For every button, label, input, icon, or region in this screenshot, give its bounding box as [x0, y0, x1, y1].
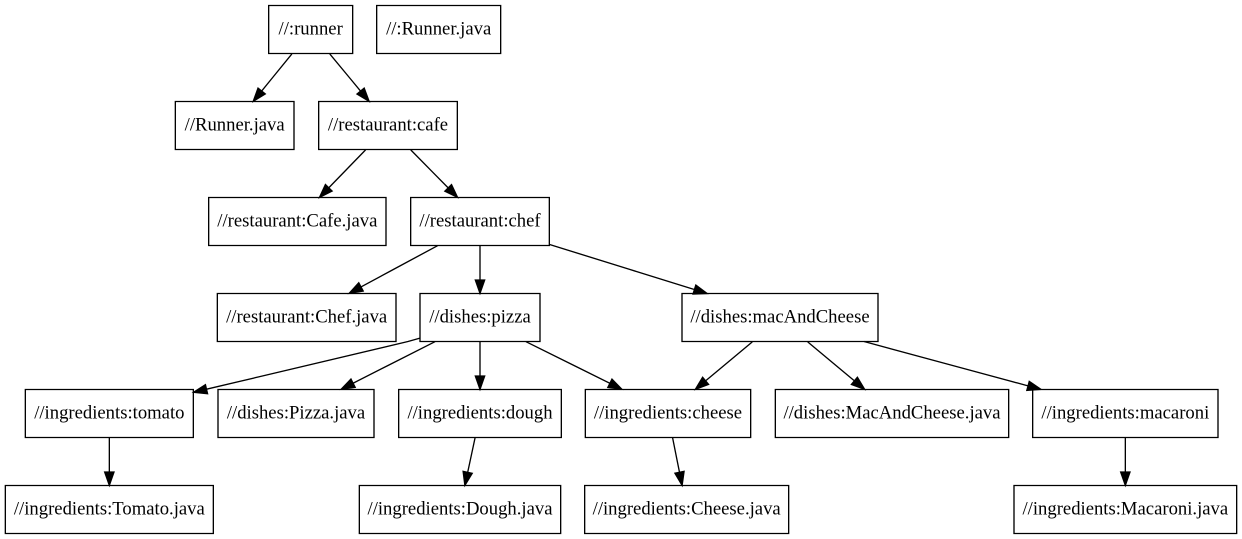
- svg-text://dishes:Pizza.java: //dishes:Pizza.java: [227, 402, 366, 423]
- svg-text://ingredients:cheese: //ingredients:cheese: [594, 402, 742, 423]
- svg-text://:Runner.java: //:Runner.java: [386, 18, 492, 39]
- svg-text://ingredients:macaroni: //ingredients:macaroni: [1041, 402, 1209, 423]
- svg-text://dishes:macAndCheese: //dishes:macAndCheese: [690, 306, 869, 327]
- svg-text://restaurant:chef: //restaurant:chef: [419, 210, 541, 231]
- svg-text://ingredients:Tomato.java: //ingredients:Tomato.java: [14, 498, 206, 519]
- svg-text://restaurant:Chef.java: //restaurant:Chef.java: [226, 306, 388, 327]
- svg-text://restaurant:Cafe.java: //restaurant:Cafe.java: [217, 210, 378, 231]
- svg-text://ingredients:Macaroni.java: //ingredients:Macaroni.java: [1022, 498, 1228, 519]
- svg-text://ingredients:Dough.java: //ingredients:Dough.java: [368, 498, 554, 519]
- svg-text://Runner.java: //Runner.java: [185, 114, 286, 135]
- svg-text://ingredients:Cheese.java: //ingredients:Cheese.java: [593, 498, 782, 519]
- svg-text://restaurant:cafe: //restaurant:cafe: [328, 114, 448, 135]
- svg-text://:runner: //:runner: [279, 18, 344, 39]
- svg-text://dishes:pizza: //dishes:pizza: [429, 306, 531, 327]
- svg-text://ingredients:dough: //ingredients:dough: [407, 402, 553, 423]
- svg-text://dishes:MacAndCheese.java: //dishes:MacAndCheese.java: [783, 402, 1001, 423]
- svg-text://ingredients:tomato: //ingredients:tomato: [34, 402, 184, 423]
